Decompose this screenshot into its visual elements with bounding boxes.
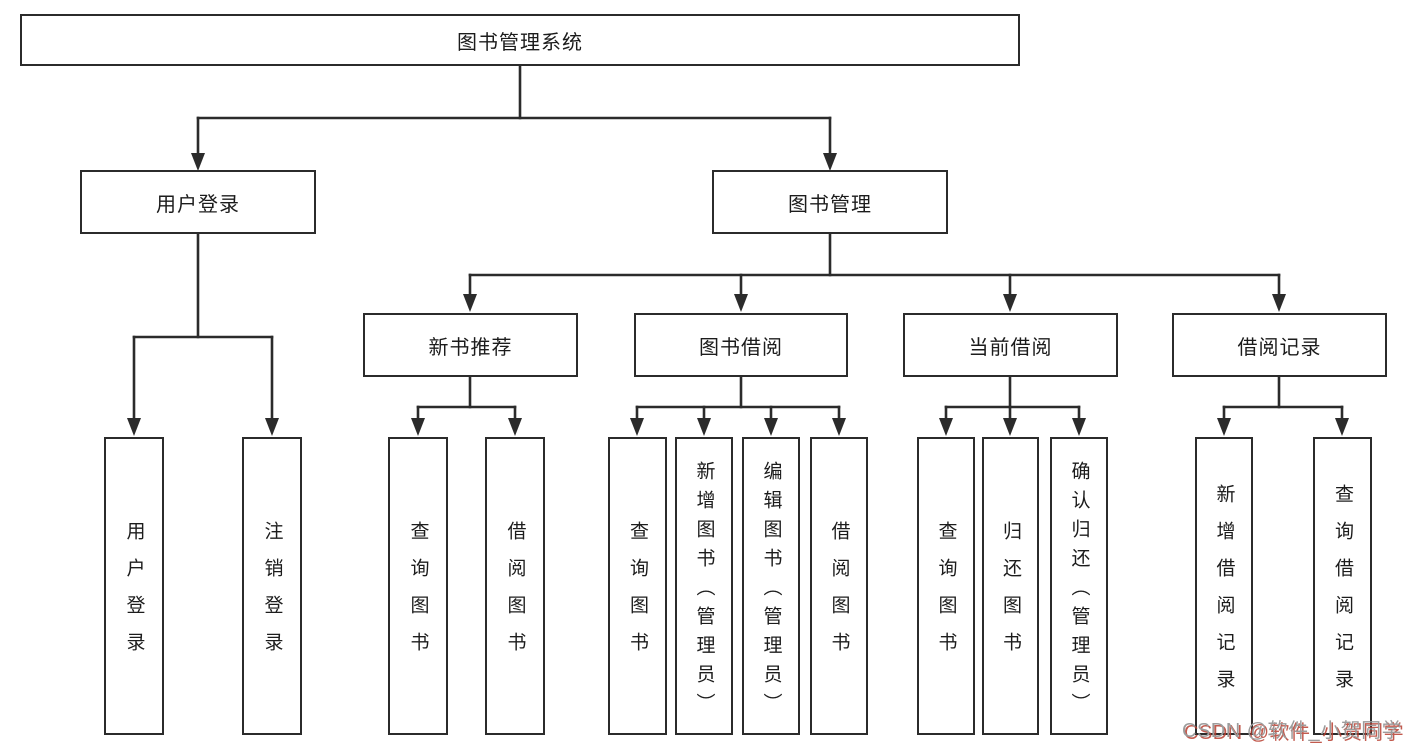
leaf-label: 查询图书: [627, 521, 648, 669]
leaf-borrow-books: 借阅图书: [810, 437, 868, 735]
leaf-label: 用户登录: [123, 521, 145, 669]
connector-root-to-level2: [191, 64, 837, 171]
leaf-logout: 注销登录: [242, 437, 302, 735]
leaf-label: 查询图书: [407, 521, 429, 669]
node-new-book-recommend: 新书推荐: [363, 313, 578, 377]
leaf-borrow-books-recommend: 借阅图书: [485, 437, 545, 735]
arrow-icon: [265, 418, 279, 436]
leaf-label: 借阅图书: [504, 521, 526, 669]
leaf-add-book-admin: 新增图书（管理员）: [675, 437, 733, 735]
leaf-label: 归还图书: [1000, 521, 1021, 669]
arrow-icon: [411, 418, 425, 436]
leaf-label: 新增图书（管理员）: [693, 460, 715, 722]
leaf-label: 查询图书: [935, 521, 957, 669]
arrow-icon: [823, 153, 837, 171]
leaf-label: 编辑图书（管理员）: [760, 460, 782, 722]
csdn-watermark: CSDN @软件_小贺同学: [1182, 720, 1403, 742]
leaf-query-books-current: 查询图书: [917, 437, 975, 735]
arrow-icon: [764, 418, 778, 436]
node-book-borrow: 图书借阅: [634, 313, 848, 377]
leaf-add-borrow-record: 新增借阅记录: [1195, 437, 1253, 735]
node-book-management: 图书管理: [712, 170, 948, 234]
arrow-icon: [1272, 294, 1286, 312]
arrow-icon: [191, 153, 205, 171]
node-current-borrow: 当前借阅: [903, 313, 1118, 377]
connector-book-borrow-children: [630, 375, 846, 436]
arrow-icon: [1003, 294, 1017, 312]
arrow-icon: [508, 418, 522, 436]
connector-new-book-children: [411, 375, 522, 436]
arrow-icon: [1003, 418, 1017, 436]
connector-borrow-records-children: [1217, 375, 1349, 436]
leaf-confirm-return-admin: 确认归还（管理员）: [1050, 437, 1108, 735]
leaf-label: 查询借阅记录: [1332, 484, 1353, 706]
arrow-icon: [630, 418, 644, 436]
arrow-icon: [939, 418, 953, 436]
arrow-icon: [1335, 418, 1349, 436]
leaf-return-book: 归还图书: [982, 437, 1039, 735]
arrow-icon: [127, 418, 141, 436]
leaf-user-login: 用户登录: [104, 437, 164, 735]
node-borrow-records: 借阅记录: [1172, 313, 1387, 377]
leaf-label: 注销登录: [261, 521, 283, 669]
connector-book-management-children: [463, 232, 1286, 312]
arrow-icon: [463, 294, 477, 312]
leaf-label: 借阅图书: [828, 521, 850, 669]
connector-user-login-children: [127, 232, 279, 436]
leaf-label: 确认归还（管理员）: [1068, 460, 1090, 722]
leaf-query-books-recommend: 查询图书: [388, 437, 448, 735]
arrow-icon: [697, 418, 711, 436]
leaf-query-books-borrow: 查询图书: [608, 437, 667, 735]
leaf-edit-book-admin: 编辑图书（管理员）: [742, 437, 800, 735]
arrow-icon: [1217, 418, 1231, 436]
arrow-icon: [1072, 418, 1086, 436]
arrow-icon: [734, 294, 748, 312]
node-user-login: 用户登录: [80, 170, 316, 234]
arrow-icon: [832, 418, 846, 436]
leaf-label: 新增借阅记录: [1213, 484, 1235, 706]
node-root: 图书管理系统: [20, 14, 1020, 66]
connector-current-borrow-children: [939, 375, 1086, 436]
leaf-query-borrow-record: 查询借阅记录: [1313, 437, 1372, 735]
